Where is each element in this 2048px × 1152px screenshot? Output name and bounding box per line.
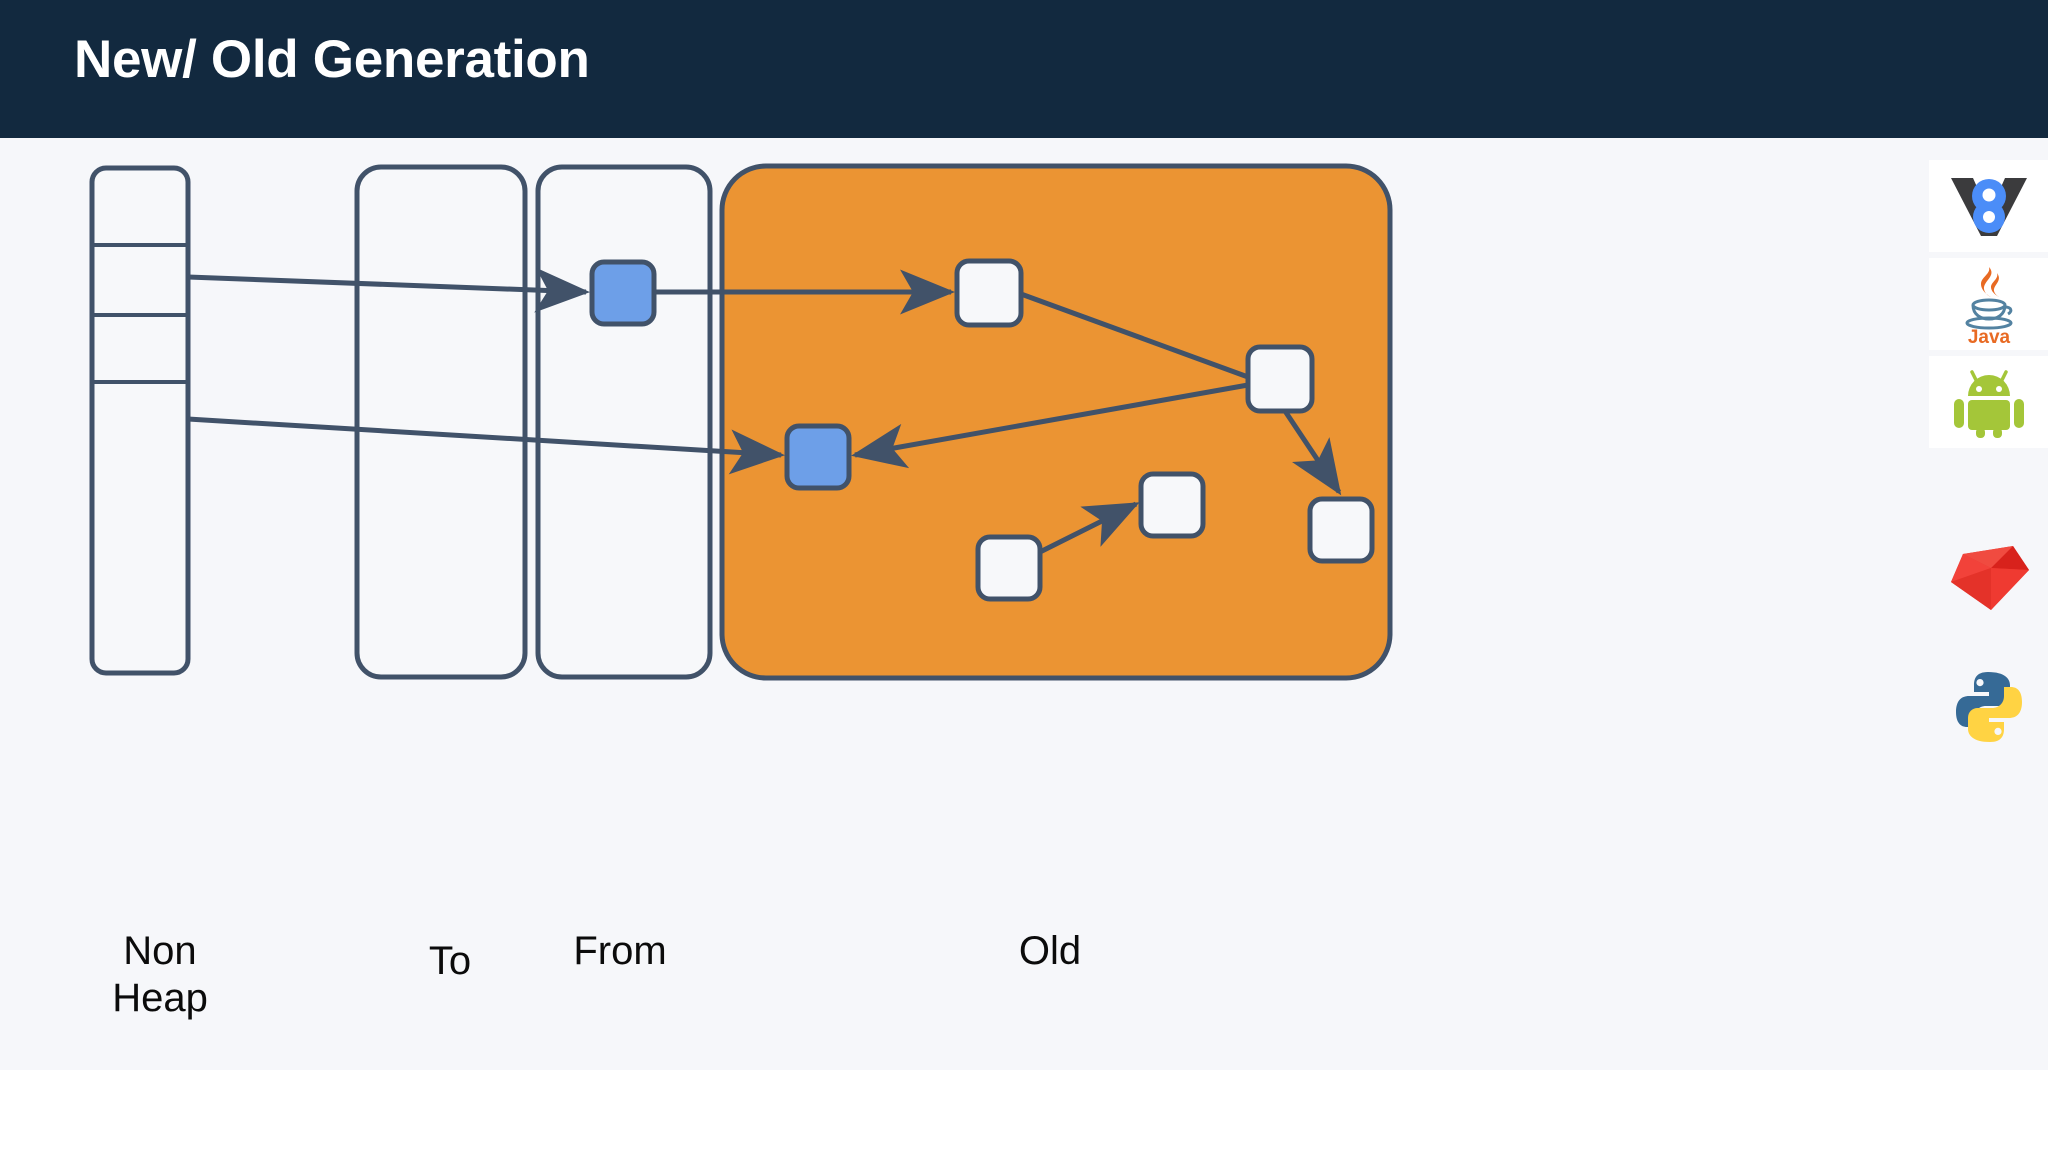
svg-text:Java: Java [1967,327,2010,345]
region-label-old: Old [1018,929,1082,973]
region-label-non-heap: Non Heap [112,929,208,1020]
technology-logo-strip: Java [1929,155,2048,955]
page-title: New/ Old Generation [74,30,590,89]
v8-logo [1929,160,2048,252]
region-label-from: From [573,929,667,973]
slide-footer: NEXT INSURANCE [0,1070,2048,1152]
region-label-to: To [428,939,472,983]
slide-header-bar: New/ Old Generation [0,0,2048,138]
python-logo [1929,655,2048,759]
ruby-logo [1929,525,2048,629]
java-logo: Java [1929,258,2048,350]
android-logo [1929,356,2048,448]
